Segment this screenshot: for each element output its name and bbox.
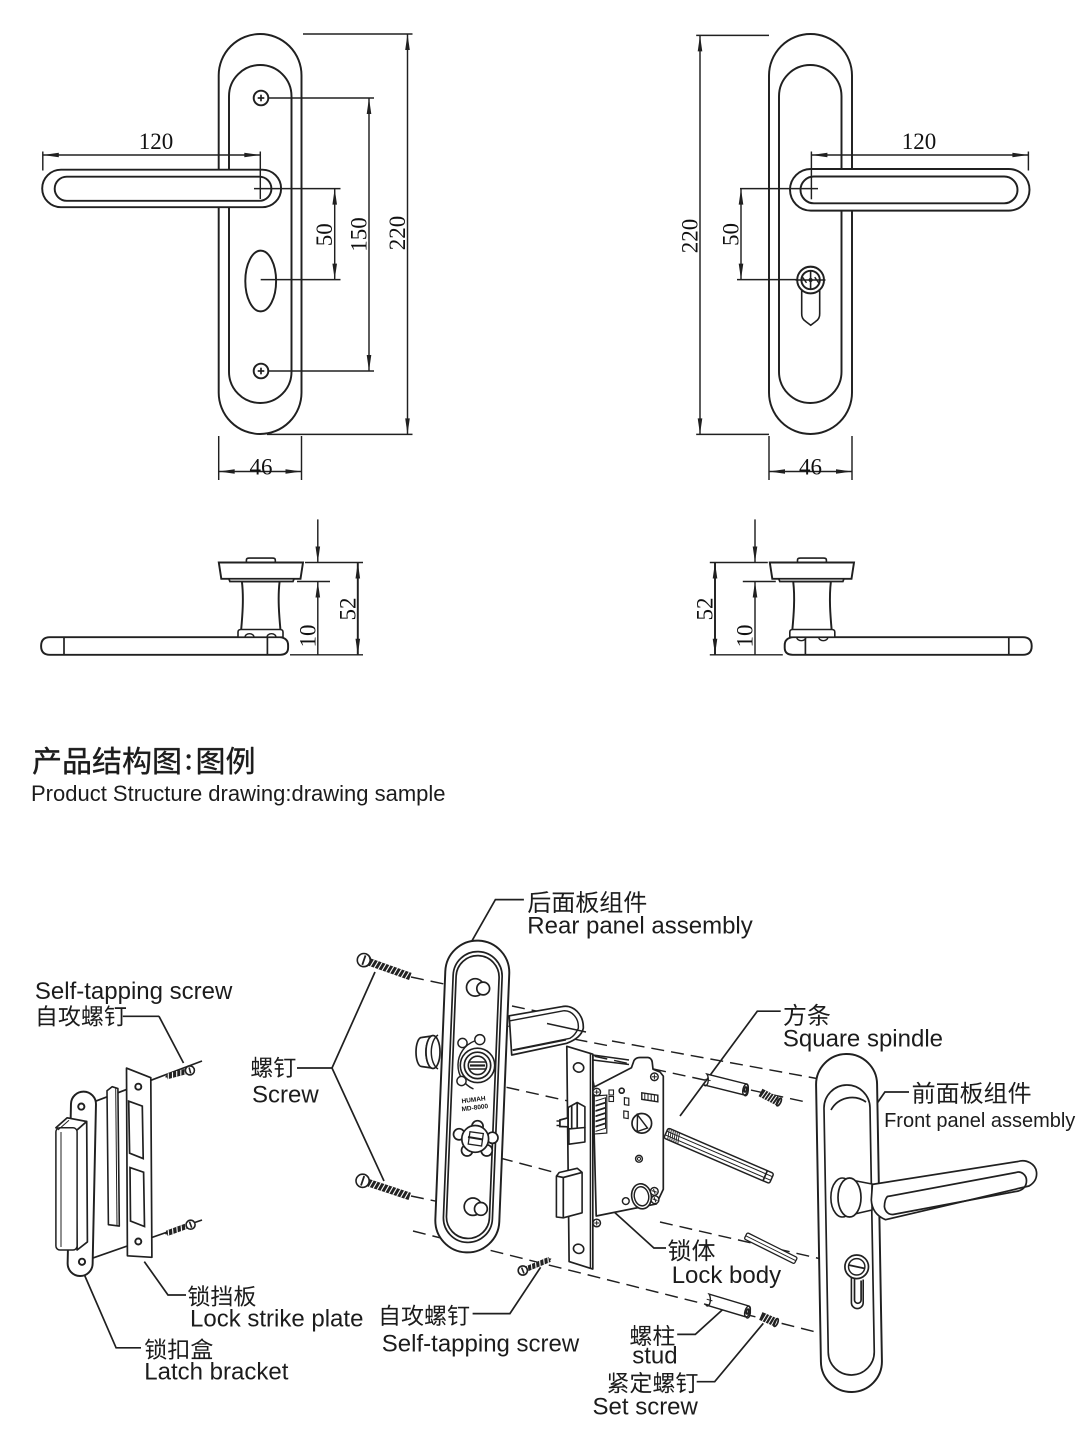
svg-text:120: 120 <box>139 129 174 154</box>
svg-text:Square spindle: Square spindle <box>783 1026 943 1053</box>
svg-text:Latch bracket: Latch bracket <box>144 1358 288 1385</box>
svg-text:HUMAH: HUMAH <box>461 1095 486 1105</box>
svg-text:10: 10 <box>733 625 758 648</box>
svg-text:Rear panel assembly: Rear panel assembly <box>527 913 752 940</box>
svg-text:Lock strike plate: Lock strike plate <box>190 1305 363 1332</box>
svg-text:220: 220 <box>385 216 410 251</box>
svg-text:50: 50 <box>312 223 337 246</box>
svg-text:Self-tapping screw: Self-tapping screw <box>382 1331 580 1358</box>
svg-text:10: 10 <box>295 625 320 648</box>
svg-text:Product Structure drawing:draw: Product Structure drawing:drawing sample <box>31 781 446 806</box>
svg-text:Lock body: Lock body <box>672 1262 781 1289</box>
svg-text:220: 220 <box>678 219 703 254</box>
svg-text:Set screw: Set screw <box>593 1394 699 1421</box>
svg-text:MD-8000: MD-8000 <box>461 1103 489 1113</box>
svg-text:150: 150 <box>347 217 372 252</box>
svg-text:stud: stud <box>632 1343 677 1370</box>
svg-text:50: 50 <box>719 223 744 246</box>
svg-text:46: 46 <box>799 455 822 480</box>
svg-text:Screw: Screw <box>252 1082 319 1109</box>
svg-text:52: 52 <box>335 598 360 621</box>
svg-text:Front panel assembly: Front panel assembly <box>884 1110 1075 1132</box>
svg-text:46: 46 <box>250 455 273 480</box>
svg-text:52: 52 <box>693 598 718 621</box>
svg-text:120: 120 <box>902 129 937 154</box>
svg-text:Self-tapping screw: Self-tapping screw <box>35 978 233 1005</box>
